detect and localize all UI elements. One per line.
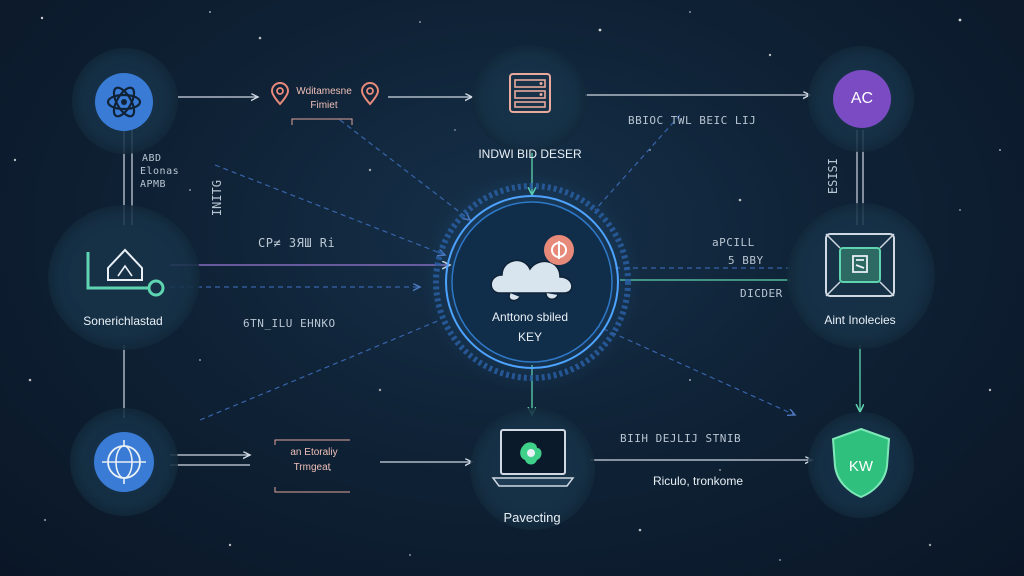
top-mid-label-line2: Fimiet xyxy=(310,100,338,111)
shield-icon xyxy=(831,427,891,499)
left-column-text-3: APMB xyxy=(140,179,167,190)
top-right-flow-label: BBIOC TWL BEIC LIJ xyxy=(628,114,757,127)
top-center-node[interactable] xyxy=(472,45,587,153)
center-label-line1: Anttono sbiled xyxy=(491,310,569,324)
security-badge-icon xyxy=(544,235,574,265)
server-rack-icon xyxy=(509,73,551,113)
bottom-right-badge: KW xyxy=(848,458,874,475)
bottom-center-label: Pavecting xyxy=(503,510,561,525)
bottom-mid-label-line1: an Etoraliy xyxy=(290,447,338,458)
left-column-text-1: ABD xyxy=(142,153,162,164)
home-circuit-icon xyxy=(86,248,165,297)
globe-network-icon xyxy=(94,432,154,492)
mid-left-node[interactable] xyxy=(48,205,200,350)
cps-label: CP≠ ЗЯШ Ri xyxy=(258,236,336,250)
laptop-icon xyxy=(491,429,575,487)
vertical-left-text: INITG xyxy=(210,180,224,217)
top-mid-label-line1: Wditamesne xyxy=(296,86,352,97)
mid-left-label: Sonerichlastad xyxy=(83,314,163,328)
location-pin-icon xyxy=(270,82,290,106)
right-side-text-3: DICDER xyxy=(740,287,783,300)
right-side-text-1: aPCILL xyxy=(712,236,755,249)
bottom-right-sublabel: Riculo, tronkome xyxy=(652,474,744,488)
center-label-line2: KEY xyxy=(517,330,543,344)
bottom-mid-label-line2: Trmgeat xyxy=(293,462,331,473)
top-right-badge-text: AC xyxy=(850,90,874,107)
processor-chip-icon xyxy=(825,233,895,297)
right-side-text-2: 5 BBY xyxy=(728,254,764,267)
left-column-text-2: Elonas xyxy=(140,166,180,177)
mid-right-label: Aint Inolecies xyxy=(824,313,896,327)
vertical-right-text: ESISI xyxy=(826,158,840,195)
location-pin-icon xyxy=(360,82,380,106)
bottom-right-flow-label: BIIH DEJLIJ STNIB xyxy=(620,432,742,445)
eta-label: 6TN_ILU EHNKO xyxy=(243,317,336,330)
top-center-label: INDWI BID DESER xyxy=(478,147,582,161)
top-right-badge: AC xyxy=(833,70,891,128)
atom-icon xyxy=(95,73,153,131)
cloud-icon xyxy=(490,259,573,302)
